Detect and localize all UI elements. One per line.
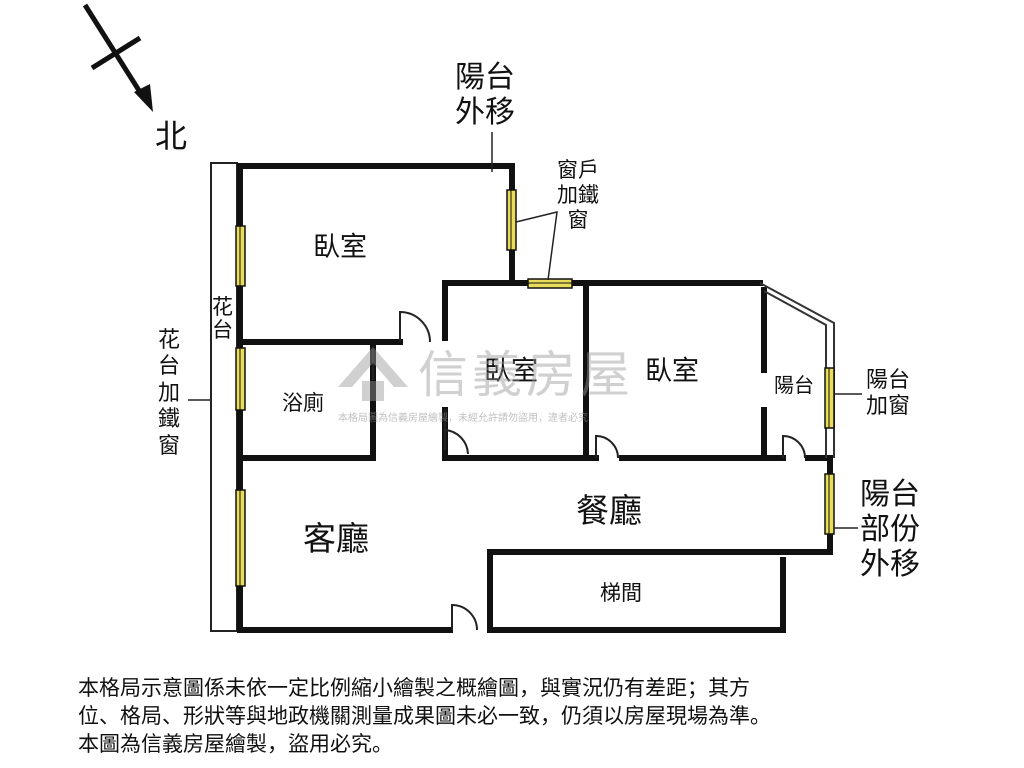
annotation-planter-iron: 花 台 加 鐵 窗 <box>158 328 181 459</box>
disclaimer-line-3: 本圖為信義房屋繪製，盜用必究。 <box>78 732 393 756</box>
room-dining: 餐廳 <box>576 491 642 530</box>
room-living: 客廳 <box>303 519 369 558</box>
disclaimer: 本格局示意圖係未依一定比例縮小繪製之概繪圖，與實況仍有差距；其方 位、格局、形狀… <box>78 674 978 758</box>
annotation-balcony-shift: 陽台 外移 <box>455 60 515 131</box>
room-stairwell: 梯間 <box>600 581 642 605</box>
door-swings <box>372 310 806 631</box>
annotation-balcony-partial-shift: 陽台 部份 外移 <box>860 477 920 582</box>
north-arrow-icon <box>82 3 153 112</box>
room-bedroom-nw: 臥室 <box>313 232 367 263</box>
floor-plan: 北 <box>82 3 862 633</box>
disclaimer-line-2: 位、格局、形狀等與地政機關測量成果圖未必一致，仍須以房屋現場為準。 <box>78 704 771 728</box>
room-bedroom-center: 臥室 <box>484 356 538 387</box>
balcony-outline <box>759 282 835 458</box>
planter-strip <box>210 162 238 632</box>
annotation-planter-inner: 花 台 <box>212 295 233 343</box>
annotation-balcony-window: 陽台 加窗 <box>866 368 911 419</box>
room-balcony: 陽台 <box>774 373 814 397</box>
leader-lines <box>188 132 862 529</box>
room-bathroom: 浴廁 <box>282 391 324 415</box>
disclaimer-line-1: 本格局示意圖係未依一定比例縮小繪製之概繪圖，與實況仍有差距；其方 <box>78 676 750 700</box>
north-label: 北 <box>155 117 187 155</box>
room-bedroom-east: 臥室 <box>645 356 699 387</box>
annotation-window-iron: 窗戶 加鐵 窗 <box>557 158 599 232</box>
